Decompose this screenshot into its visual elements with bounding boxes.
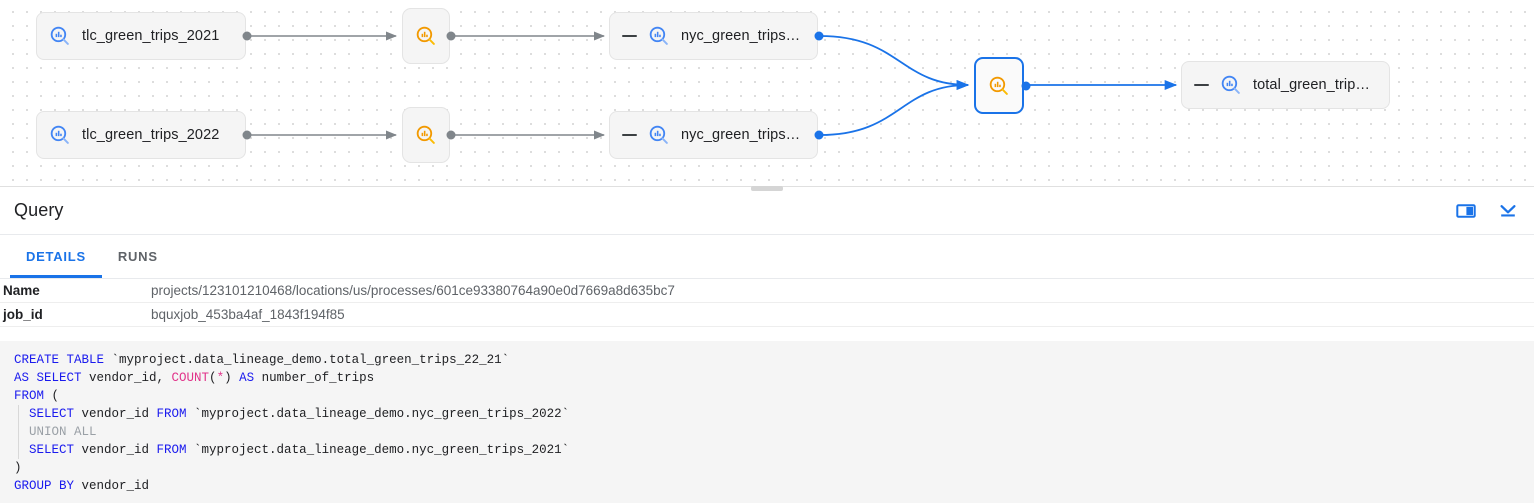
node-output-port[interactable] xyxy=(446,130,456,140)
sql-code-block[interactable]: CREATE TABLE `myproject.data_lineage_dem… xyxy=(0,341,1534,503)
sql-token: ( xyxy=(44,389,60,403)
sql-token: ( xyxy=(209,371,217,385)
sql-token: GROUP BY xyxy=(14,479,82,493)
detail-value: bquxjob_453ba4af_1843f194f85 xyxy=(151,307,345,322)
lineage-node-label: total_green_trip… xyxy=(1253,77,1370,93)
sql-token: vendor_id xyxy=(81,443,157,457)
bigquery-process-search-icon xyxy=(416,125,435,144)
sql-token: ) xyxy=(224,371,240,385)
sql-token: `myproject.data_lineage_demo.nyc_green_t… xyxy=(194,407,570,421)
lineage-node-tlc-green-trips-2021[interactable]: tlc_green_trips_2021 xyxy=(36,12,252,60)
collapse-down-icon[interactable] xyxy=(1498,201,1518,221)
sql-token: FROM xyxy=(156,443,195,457)
tab-runs[interactable]: RUNS xyxy=(117,249,158,264)
lineage-node-total-green-trips[interactable]: total_green_trip… xyxy=(1181,61,1390,109)
lineage-node-process-selected[interactable] xyxy=(974,57,1031,114)
bigquery-process-search-icon xyxy=(989,76,1008,95)
lineage-node-process-1[interactable] xyxy=(402,8,456,64)
lineage-node-label: tlc_green_trips_2021 xyxy=(82,28,220,44)
lineage-graph-canvas[interactable]: tlc_green_trips_2021 ny xyxy=(0,0,1534,186)
sql-token: vendor_id, xyxy=(89,371,172,385)
sql-token: vendor_id xyxy=(81,407,157,421)
details-table: Name projects/123101210468/locations/us/… xyxy=(0,279,1534,327)
bigquery-table-search-icon xyxy=(50,26,69,45)
sql-token: UNION ALL xyxy=(14,425,97,439)
table-row: job_id bquxjob_453ba4af_1843f194f85 xyxy=(0,303,1534,327)
sql-code-line: ) xyxy=(0,459,1534,477)
lineage-node-tlc-green-trips-2022[interactable]: tlc_green_trips_2022 xyxy=(36,111,252,159)
sql-code-line: CREATE TABLE `myproject.data_lineage_dem… xyxy=(0,351,1534,369)
sql-token: number_of_trips xyxy=(261,371,375,385)
sql-token: `myproject.data_lineage_demo.nyc_green_t… xyxy=(194,443,570,457)
sql-token: AS SELECT xyxy=(14,371,90,385)
sql-code-line: UNION ALL xyxy=(0,423,1534,441)
sql-token: vendor_id xyxy=(81,479,150,493)
collapse-minus-icon[interactable] xyxy=(618,124,640,146)
bigquery-process-search-icon xyxy=(416,26,435,45)
table-row: Name projects/123101210468/locations/us/… xyxy=(0,279,1534,303)
panel-resize-handle[interactable] xyxy=(0,183,1534,193)
sql-token: COUNT xyxy=(171,371,210,385)
collapse-minus-icon[interactable] xyxy=(1190,74,1212,96)
lineage-node-label: nyc_green_trips… xyxy=(681,127,801,143)
sql-token: SELECT xyxy=(14,407,82,421)
sql-code-line: AS SELECT vendor_id, COUNT(*) AS number_… xyxy=(0,369,1534,387)
lineage-node-label: nyc_green_trips… xyxy=(681,28,801,44)
bigquery-table-search-icon xyxy=(649,26,668,45)
sql-token: `myproject.data_lineage_demo.total_green… xyxy=(111,353,510,367)
panel-header-actions xyxy=(1456,201,1518,221)
sql-token: CREATE TABLE xyxy=(14,353,112,367)
detail-key: Name xyxy=(3,283,40,298)
sql-code-line: GROUP BY vendor_id xyxy=(0,477,1534,495)
sql-code-line: SELECT vendor_id FROM `myproject.data_li… xyxy=(0,441,1534,459)
lineage-node-nyc-green-trips-2022[interactable]: nyc_green_trips… xyxy=(609,111,824,159)
split-panel-icon[interactable] xyxy=(1456,201,1476,221)
sql-token: FROM xyxy=(14,389,45,403)
node-output-port[interactable] xyxy=(242,130,252,140)
lineage-node-label: tlc_green_trips_2022 xyxy=(82,127,220,143)
sql-token: FROM xyxy=(156,407,195,421)
detail-key: job_id xyxy=(3,307,43,322)
lineage-node-process-2[interactable] xyxy=(402,107,456,163)
detail-value: projects/123101210468/locations/us/proce… xyxy=(151,283,675,298)
collapse-minus-icon[interactable] xyxy=(618,25,640,47)
sql-token: * xyxy=(216,371,225,385)
bigquery-table-search-icon xyxy=(50,125,69,144)
node-output-port[interactable] xyxy=(814,31,824,41)
node-output-port[interactable] xyxy=(446,31,456,41)
lineage-node-nyc-green-trips-2021[interactable]: nyc_green_trips… xyxy=(609,12,824,60)
sql-code-line: SELECT vendor_id FROM `myproject.data_li… xyxy=(0,405,1534,423)
panel-header: Query xyxy=(0,187,1534,235)
query-details-panel: Query DETAILS RUNS xyxy=(0,183,1534,503)
sql-code-line: FROM ( xyxy=(0,387,1534,405)
panel-tabs: DETAILS RUNS xyxy=(0,235,1534,279)
drag-handle-bar[interactable] xyxy=(751,185,783,191)
node-output-port[interactable] xyxy=(814,130,824,140)
bigquery-table-search-icon xyxy=(649,125,668,144)
sql-token: ) xyxy=(14,461,22,475)
bigquery-table-search-icon xyxy=(1221,75,1240,94)
panel-title: Query xyxy=(14,200,64,220)
sql-token: SELECT xyxy=(14,443,82,457)
tab-details[interactable]: DETAILS xyxy=(10,235,102,278)
sql-token: AS xyxy=(239,371,262,385)
node-output-port[interactable] xyxy=(1021,81,1031,90)
node-output-port[interactable] xyxy=(242,31,252,41)
